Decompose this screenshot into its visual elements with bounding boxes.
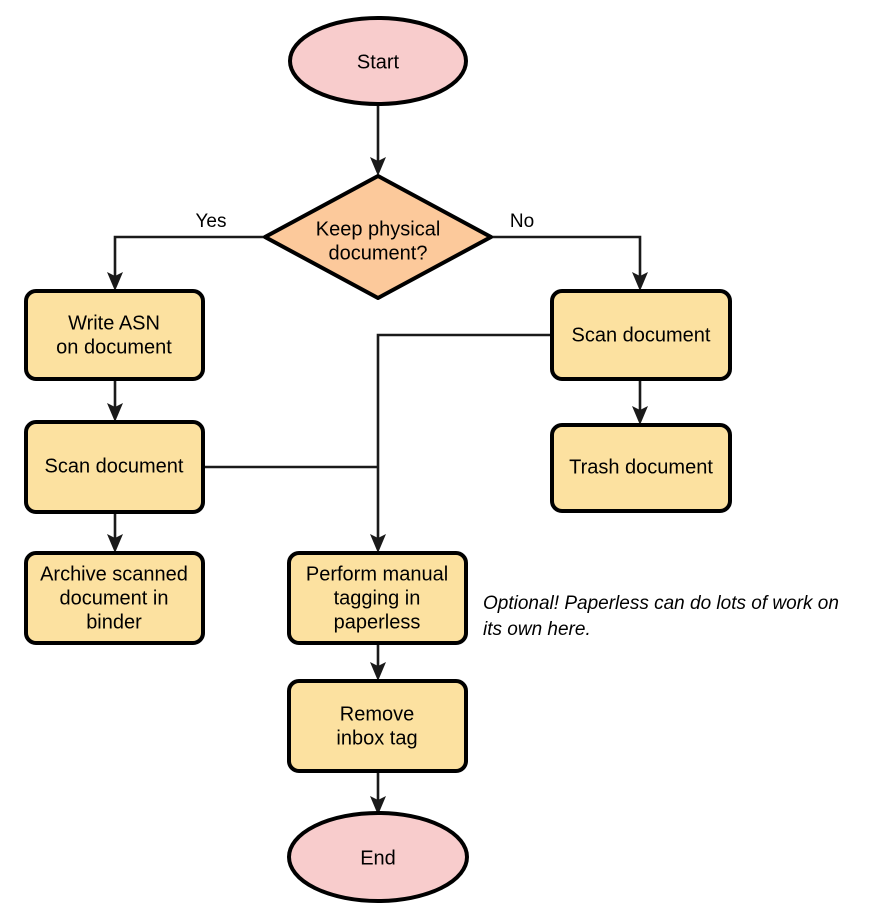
start-ellipse[interactable] (288, 16, 468, 106)
trash-document-label: Trash document (569, 456, 713, 478)
write-asn-label-line2: on document (56, 336, 172, 358)
edge-scanright-to-trash (632, 379, 648, 425)
write-asn-label-line1: Write ASN (68, 312, 160, 334)
scan-document-right-box[interactable] (550, 289, 732, 381)
edge-decision-no (491, 235, 648, 291)
node-start[interactable]: Start (288, 16, 468, 106)
archive-label-line1: Archive scanned (40, 563, 188, 585)
edge-decision-yes (107, 235, 265, 291)
write-asn-box[interactable] (24, 289, 205, 381)
start-label: Start (357, 51, 400, 73)
node-scan-document-right[interactable]: Scan document (550, 289, 732, 381)
end-label: End (360, 847, 396, 869)
node-decision-keep-physical-document[interactable]: Keep physical document? (263, 174, 493, 300)
edge-start-to-decision (370, 104, 386, 176)
manual-tagging-label-line1: Perform manual (306, 563, 448, 585)
manual-tagging-label-line3: paperless (334, 611, 421, 633)
edge-scanleft-to-archive (107, 512, 123, 553)
edge-tagging-to-removetag (370, 643, 386, 681)
archive-label-line3: binder (86, 611, 142, 633)
manual-tagging-label-line2: tagging in (334, 587, 421, 609)
remove-inbox-tag-label-line1: Remove (340, 703, 414, 725)
node-archive-scanned-document[interactable]: Archive scanned document in binder (24, 551, 205, 645)
scan-document-left-box[interactable] (24, 420, 205, 514)
trash-document-box[interactable] (550, 423, 732, 513)
decision-diamond[interactable] (263, 174, 493, 300)
optional-note-line1: Optional! Paperless can do lots of work … (483, 593, 839, 614)
optional-note-line2: its own here. (483, 619, 591, 640)
optional-note: Optional! Paperless can do lots of work … (483, 593, 839, 640)
edge-label-no: No (510, 211, 534, 232)
edge-label-yes: Yes (196, 211, 227, 232)
remove-inbox-tag-box[interactable] (287, 679, 468, 773)
remove-inbox-tag-label-line2: inbox tag (336, 727, 417, 749)
archive-document-box[interactable] (24, 551, 205, 645)
node-end[interactable]: End (287, 811, 469, 903)
decision-label-line2: document? (329, 242, 428, 264)
end-ellipse[interactable] (287, 811, 469, 903)
edge-scanright-to-tagging (370, 333, 552, 553)
scan-document-right-label: Scan document (572, 324, 711, 346)
node-remove-inbox-tag[interactable]: Remove inbox tag (287, 679, 468, 773)
edge-labels-layer: Yes No (196, 211, 535, 232)
decision-label-line1: Keep physical (316, 218, 441, 240)
edge-writeasn-to-scanleft (107, 379, 123, 422)
node-perform-manual-tagging[interactable]: Perform manual tagging in paperless (287, 551, 468, 645)
node-trash-document[interactable]: Trash document (550, 423, 732, 513)
edge-removetag-to-end (370, 771, 386, 815)
archive-label-line2: document in (60, 587, 169, 609)
scan-document-left-label: Scan document (45, 455, 184, 477)
edges-layer (107, 104, 648, 815)
node-write-asn-on-document[interactable]: Write ASN on document (24, 289, 205, 381)
manual-tagging-box[interactable] (287, 551, 468, 645)
node-scan-document-left[interactable]: Scan document (24, 420, 205, 514)
